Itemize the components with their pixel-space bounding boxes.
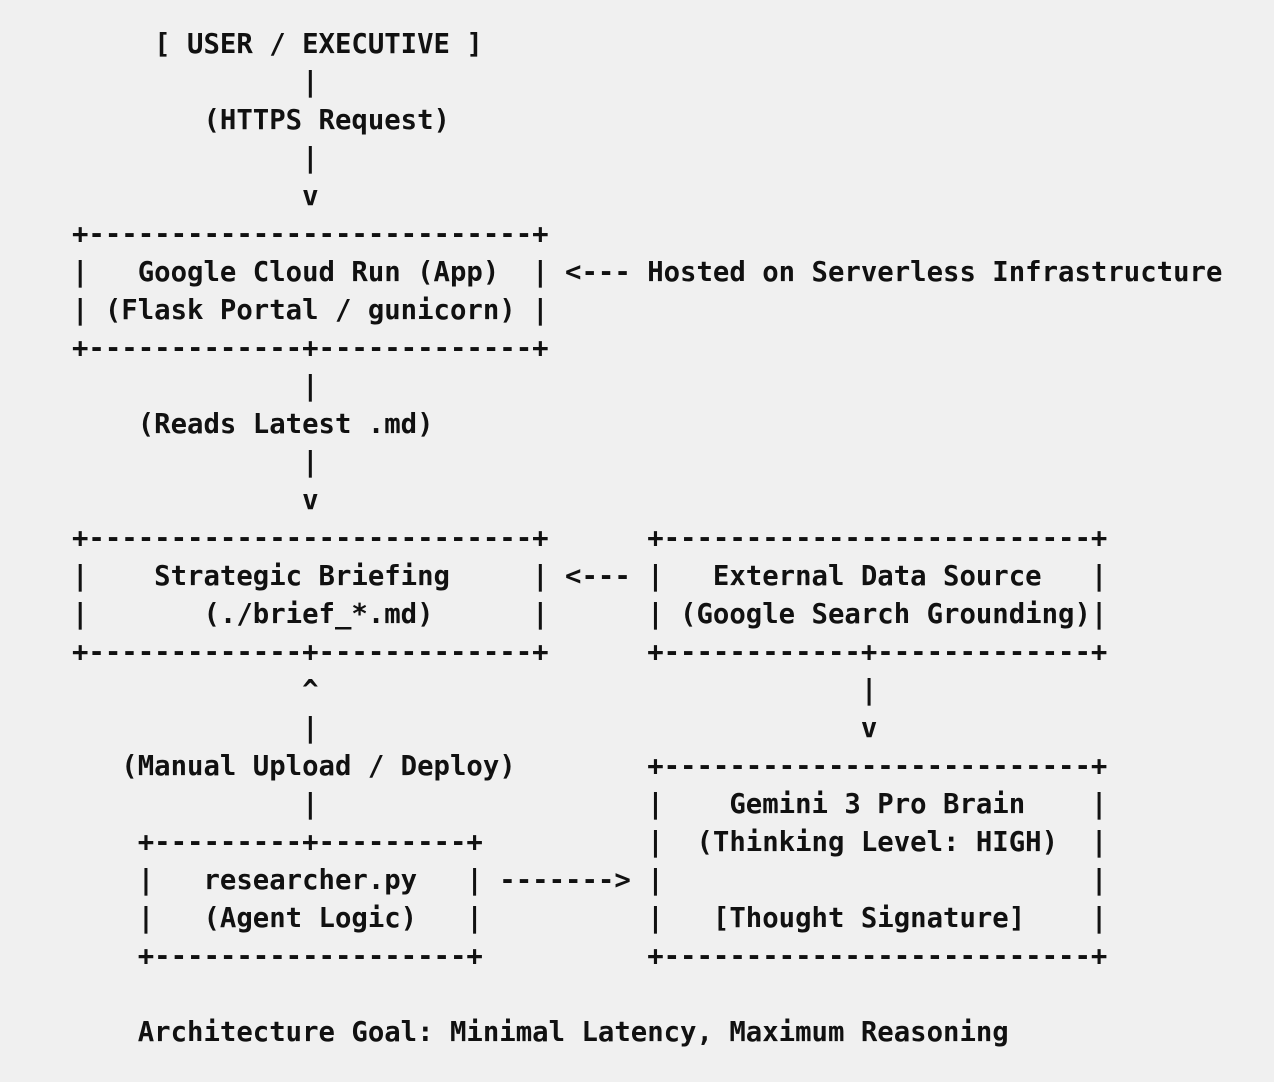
ascii-architecture-diagram: [ USER / EXECUTIVE ] | (HTTPS Request) |… [72, 29, 1223, 1048]
